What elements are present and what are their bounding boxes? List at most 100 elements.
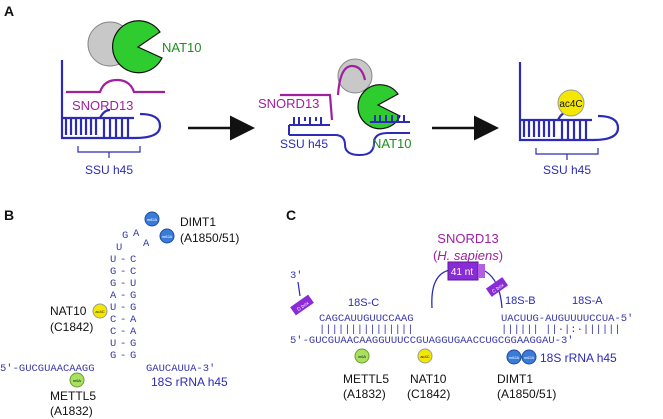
panel-c-nat10-label: NAT10 <box>410 372 447 386</box>
svg-text:-: - <box>120 266 126 278</box>
snord13-seq-part2: UACUUG-AUGUUUUCCUA-5′ <box>501 313 633 325</box>
nat10-label-a2: NAT10 <box>372 136 412 151</box>
panel-c-mettl5-pos: (A1832) <box>343 387 386 401</box>
box-41nt-label: 41 nt <box>451 267 473 278</box>
segment-18s-a: 18S-A <box>572 295 603 307</box>
svg-text:-: - <box>120 302 126 314</box>
svg-text:-: - <box>120 290 126 302</box>
panel-b-nat10-pos: (C1842) <box>50 320 93 334</box>
svg-text:m62A: m62A <box>147 217 158 222</box>
pairing-bars-1: ||||||||||||||| <box>319 324 414 336</box>
nat10-pacman-icon <box>111 20 163 74</box>
panel-b-strand-right: GAUCAUUA-3′ <box>146 363 215 375</box>
ssu-h45-hairpin-a3 <box>518 62 620 160</box>
panel-c-title: SNORD13 <box>437 231 498 246</box>
panel-a-state-1: NAT10 SNORD13 SSU h45 <box>60 20 202 177</box>
m62a-modification-icon-2 <box>159 228 175 244</box>
cbox-tag: C box <box>485 277 509 297</box>
svg-text:-: - <box>120 338 126 350</box>
svg-text:G: G <box>130 350 136 362</box>
panel-b-letter: B <box>4 207 14 223</box>
panel-c-dimt1-pos: (A1850/51) <box>497 387 556 401</box>
m6a-modification-icon-b <box>69 372 85 388</box>
svg-text:C: C <box>110 314 116 326</box>
ac4c-modification-icon-c <box>417 348 433 364</box>
panel-b-caption: 18S rRNA h45 <box>151 375 228 389</box>
panel-c-3prime: 3′ <box>290 270 303 282</box>
svg-text:m62A: m62A <box>509 355 520 360</box>
svg-text:G: G <box>130 290 136 302</box>
svg-text:-: - <box>120 278 126 290</box>
svg-text:C: C <box>110 326 116 338</box>
svg-text:ac4C: ac4C <box>95 309 104 314</box>
svg-text:G: G <box>110 350 116 362</box>
svg-text:G: G <box>130 302 136 314</box>
svg-text:G: G <box>130 338 136 350</box>
ssu-h45-hairpin-a1 <box>60 60 162 158</box>
ac4c-label-a3: ac4C <box>559 99 582 110</box>
svg-text:G: G <box>110 266 116 278</box>
m6a-modification-icon-c <box>354 348 370 364</box>
m62a-modification-icon <box>144 211 160 227</box>
panel-c-letter: C <box>286 207 296 223</box>
svg-text:U: U <box>110 254 116 266</box>
panel-c-dimt1-label: DIMT1 <box>497 372 533 386</box>
svg-text:ac4C: ac4C <box>420 354 429 359</box>
panel-b-strand-left: 5′-GUCGUAACAAGG <box>0 363 95 375</box>
panel-b-dimt1-label: DIMT1 <box>180 215 216 229</box>
snord13-loop-a2 <box>280 64 367 121</box>
panel-b-helix: G A A U U G G A U C C U - - - - - - - - … <box>110 228 150 362</box>
svg-text:U: U <box>130 278 136 290</box>
panel-b-mettl5-pos: (A1832) <box>50 404 93 418</box>
snord13-seq-part1: CAGCAUUGUUCCAAG <box>319 313 414 325</box>
svg-text:A: A <box>143 238 150 250</box>
panel-a-state-3: ac4C SSU h45 <box>518 62 620 177</box>
panel-b-nat10-label: NAT10 <box>50 304 87 318</box>
svg-text:G: G <box>122 230 128 242</box>
svg-text:C: C <box>130 254 136 266</box>
svg-text:-: - <box>120 326 126 338</box>
m62a-modification-icon-c2 <box>521 349 537 365</box>
snord13-label-a2: SNORD13 <box>258 96 319 111</box>
svg-text:A: A <box>110 290 117 302</box>
svg-text:U: U <box>110 302 116 314</box>
ssu-h45-label-a2: SSU h45 <box>280 137 328 151</box>
panel-a-state-2: SNORD13 SSU h45 NAT10 <box>258 58 412 157</box>
panel-b-mettl5-label: METTL5 <box>50 389 96 403</box>
panel-c-mettl5-label: METTL5 <box>343 372 389 386</box>
panel-a-letter: A <box>4 3 14 19</box>
ac4c-modification-icon <box>557 89 585 117</box>
panel-b-dimt1-markers: m62A m62A <box>144 211 175 244</box>
svg-text:m62A: m62A <box>524 355 535 360</box>
nat10-label-a1: NAT10 <box>162 40 202 55</box>
svg-text:-: - <box>120 314 126 326</box>
rrna-strand-c: 5′-GUCGUAACAAGGUUUCCGUAGGUGAACCUGCGGAAGG… <box>290 335 574 347</box>
ssu-h45-hairpin-a2 <box>288 115 410 157</box>
segment-18s-c: 18S-C <box>348 297 379 309</box>
panel-c-nat10-pos: (C1842) <box>407 387 450 401</box>
svg-text:(H. sapiens): (H. sapiens) <box>433 248 503 263</box>
m62a-modification-icon-c1 <box>506 349 522 365</box>
panel-b-dimt1-pos: (A1850/51) <box>180 231 239 245</box>
svg-text:m6A: m6A <box>358 354 367 359</box>
svg-text:C: C <box>130 266 136 278</box>
ssu-h45-label-a1: SSU h45 <box>85 163 133 177</box>
snord13-loop-c <box>431 269 451 309</box>
svg-text:m6A: m6A <box>73 378 82 383</box>
svg-text:U: U <box>110 338 116 350</box>
svg-text:G: G <box>110 278 116 290</box>
snord13-label-a1: SNORD13 <box>72 98 133 113</box>
svg-text:U: U <box>116 242 122 254</box>
snord13-arc-a1 <box>66 78 165 94</box>
panel-c-caption: 18S rRNA h45 <box>540 351 617 365</box>
svg-text:m62A: m62A <box>162 234 173 239</box>
ssu-h45-label-a3: SSU h45 <box>543 163 591 177</box>
ac4c-modification-icon-b <box>92 303 108 319</box>
grey-protein-icon-2 <box>337 58 373 94</box>
svg-text:A: A <box>133 228 140 240</box>
svg-text:-: - <box>120 350 126 362</box>
pairing-bars-2: |||||| ||·|:·|||||| <box>501 324 621 336</box>
svg-text:A: A <box>130 326 137 338</box>
nat10-pacman-icon-2 <box>357 84 401 130</box>
